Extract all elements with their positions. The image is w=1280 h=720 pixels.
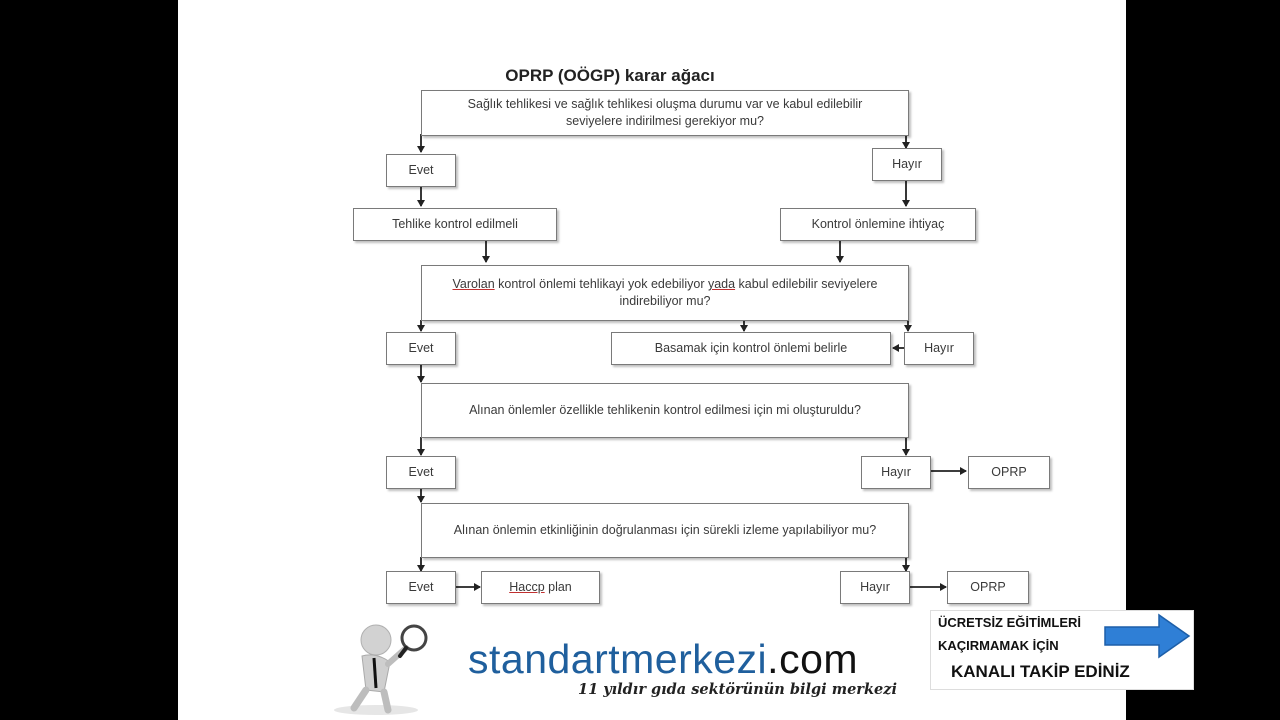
question-2-mid: kontrol önlemi tehlikayi yok edebiliyor xyxy=(494,277,708,291)
question-2-word-yada: yada xyxy=(707,277,736,291)
basamak-box: Basamak için kontrol önlemi belirle xyxy=(611,332,891,365)
hayir-box-1: Hayır xyxy=(872,148,942,181)
oprp-label-1: OPRP xyxy=(991,465,1027,479)
subscribe-promo-banner[interactable]: ÜCRETSİZ EĞİTİMLERİ KAÇIRMAMAK İÇİN KANA… xyxy=(930,610,1194,690)
haccp-word: Haccp xyxy=(509,580,545,594)
promo-line-1: ÜCRETSİZ EĞİTİMLERİ xyxy=(938,615,1081,630)
evet-label-4: Evet xyxy=(408,580,434,594)
tehlike-kontrol-box: Tehlike kontrol edilmeli xyxy=(353,208,557,241)
brand-tagline: 11 yıldır gıda sektörünün bilgi merkezi xyxy=(578,681,897,698)
evet-label-1: Evet xyxy=(408,163,434,177)
hayir-box-4: Hayır xyxy=(840,571,910,604)
hayir-box-3: Hayır xyxy=(861,456,931,489)
mascot-magnifier-icon xyxy=(334,624,428,715)
hayir-label-2: Hayır xyxy=(924,341,954,355)
question-1-text: Sağlık tehlikesi ve sağlık tehlikesi olu… xyxy=(467,97,863,128)
hayir-label-3: Hayır xyxy=(881,465,911,479)
haccp-plan-label: Haccp plan xyxy=(509,579,572,596)
brand-logo: standartmerkezi.com xyxy=(468,636,858,683)
brand-tld: .com xyxy=(767,636,859,682)
promo-line-2: KAÇIRMAMAK İÇİN xyxy=(938,638,1059,653)
question-3-text: Alınan önlemler özellikle tehlikenin kon… xyxy=(469,403,861,417)
hayir-label-1: Hayır xyxy=(892,157,922,171)
kontrol-ihtiyac-box: Kontrol önlemine ihtiyaç xyxy=(780,208,976,241)
oprp-label-2: OPRP xyxy=(970,580,1006,594)
evet-box-1: Evet xyxy=(386,154,456,187)
question-4-text: Alınan önlemin etkinliğinin doğrulanması… xyxy=(453,523,877,537)
promo-line-3: KANALI TAKİP EDİNİZ xyxy=(951,662,1130,681)
evet-label-2: Evet xyxy=(408,341,434,355)
evet-box-3: Evet xyxy=(386,456,456,489)
hayir-box-2: Hayır xyxy=(904,332,974,365)
evet-label-3: Evet xyxy=(408,465,434,479)
brand-name: standartmerkezi xyxy=(468,636,768,682)
evet-box-4: Evet xyxy=(386,571,456,604)
oprp-box-2: OPRP xyxy=(947,571,1029,604)
question-2-text: Varolan kontrol önlemi tehlikayi yok ede… xyxy=(452,276,878,310)
tehlike-kontrol-label: Tehlike kontrol edilmeli xyxy=(392,217,518,231)
evet-box-2: Evet xyxy=(386,332,456,365)
kontrol-ihtiyac-label: Kontrol önlemine ihtiyaç xyxy=(811,217,945,231)
diagram-title: OPRP (OÖGP) karar ağacı xyxy=(505,66,715,85)
oprp-box-1: OPRP xyxy=(968,456,1050,489)
question-2-box: Varolan kontrol önlemi tehlikayi yok ede… xyxy=(421,265,909,321)
question-2-word-varolan: Varolan xyxy=(452,277,495,291)
question-3-box: Alınan önlemler özellikle tehlikenin kon… xyxy=(421,383,909,438)
basamak-label: Basamak için kontrol önlemi belirle xyxy=(654,341,848,355)
question-4-box: Alınan önlemin etkinliğinin doğrulanması… xyxy=(421,503,909,558)
hayir-label-4: Hayır xyxy=(860,580,890,594)
question-1-box: Sağlık tehlikesi ve sağlık tehlikesi olu… xyxy=(421,90,909,136)
haccp-plan-box: Haccp plan xyxy=(481,571,600,604)
arrow-right-icon xyxy=(1104,613,1191,659)
question-2-rest: kabul edilebilir seviyelere indirebiliyo… xyxy=(619,277,878,308)
haccp-rest: plan xyxy=(544,580,572,594)
